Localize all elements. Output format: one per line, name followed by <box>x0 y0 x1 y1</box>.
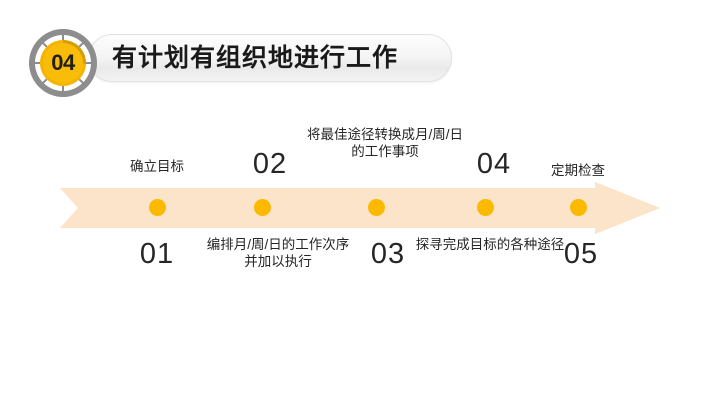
step-number-03: 03 <box>370 238 406 270</box>
step-number-04: 04 <box>476 148 512 180</box>
step-label-01: 确立目标 <box>130 159 184 174</box>
timeline-dot <box>367 199 385 216</box>
timeline-dot <box>476 199 494 216</box>
step-number-02: 02 <box>252 148 288 180</box>
step-number-05: 05 <box>563 238 599 270</box>
timeline-dot <box>569 199 587 216</box>
step-label-04: 探寻完成目标的各种途径 <box>415 237 565 252</box>
clock-tick-icon <box>62 86 64 93</box>
title-pill-background <box>88 34 452 82</box>
clock-tick-icon <box>86 62 93 64</box>
step-number-01: 01 <box>139 238 175 270</box>
timeline-dot <box>253 199 271 216</box>
page-title: 有计划有组织地进行工作 <box>112 44 399 72</box>
slide-header: 有计划有组织地进行工作 04 <box>0 14 720 97</box>
timeline-dot <box>148 199 166 216</box>
step-label-05: 定期检查 <box>551 163 605 178</box>
step-label-03: 将最佳途径转换成月/周/日的工作事项 <box>306 127 463 159</box>
badge-number: 04 <box>51 50 75 75</box>
step-label-02: 编排月/周/日的工作次序并加以执行 <box>206 237 350 269</box>
badge-core-inner <box>43 43 83 83</box>
section-badge: 04 <box>29 29 97 97</box>
clock-tick-icon <box>62 33 64 40</box>
clock-tick-icon <box>33 62 40 64</box>
